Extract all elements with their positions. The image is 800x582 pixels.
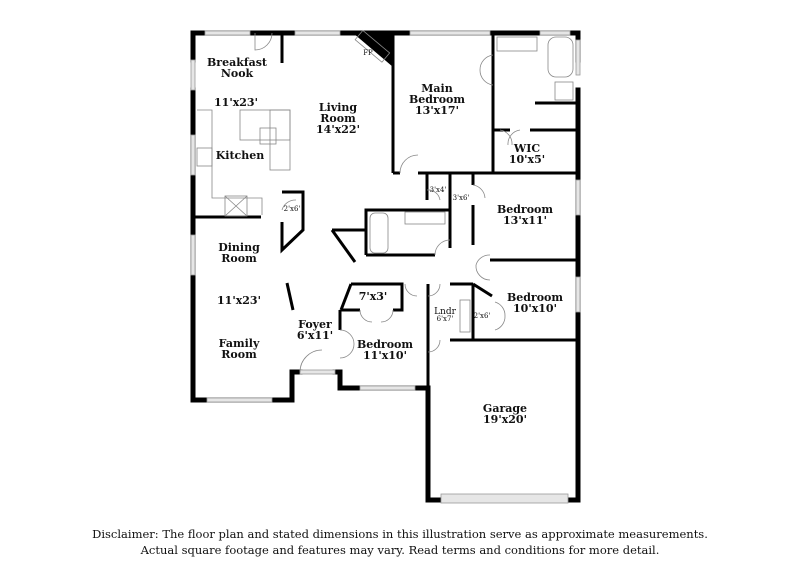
foyer-label: Foyer: [298, 318, 332, 331]
dining-room-label-2: Room: [221, 252, 257, 265]
stove-icon: [196, 147, 213, 167]
closet-2x6-b-dims: 2'x6': [474, 312, 491, 320]
laundry-dims: 6'x7': [437, 315, 454, 323]
doors: [254, 32, 521, 373]
laundry-label: Lndr: [434, 307, 457, 317]
breakfast-nook-label-2: Nook: [221, 67, 254, 80]
family-room-label-1: Family: [219, 337, 260, 350]
main-bedroom-label-1: Main: [421, 82, 452, 95]
closet-2x6-dims: 2'x6': [284, 205, 301, 213]
bathtub-icon: [547, 36, 574, 78]
bedroom-4-dims: 10'x10': [513, 302, 557, 315]
living-room-label-2: Room: [320, 112, 356, 125]
fixtures: [196, 29, 574, 333]
bedroom-3-dims: 11'x10': [363, 349, 407, 362]
bedroom-3-label: Bedroom: [357, 338, 413, 351]
main-bedroom-dims: 13'x17': [415, 104, 459, 117]
closet-3x6-dims: 3'x6': [453, 194, 470, 202]
washer-dryer-icon: [459, 299, 471, 333]
family-room-label-2: Room: [221, 348, 257, 361]
kitchen-dims: 11'x23': [214, 96, 258, 109]
kitchen-island: [239, 109, 291, 141]
kitchen-label: Kitchen: [216, 149, 265, 162]
foyer-dims: 6'x11': [297, 329, 333, 342]
living-room-label-1: Living: [319, 101, 357, 114]
garage-dims: 19'x20': [483, 413, 527, 426]
hall-bathtub-icon: [369, 212, 389, 254]
bedroom-2-dims: 13'x11': [503, 214, 547, 227]
breakfast-nook-label-1: Breakfast: [207, 56, 268, 69]
bedroom-2-label: Bedroom: [497, 203, 553, 216]
vanity-icon: [496, 36, 538, 52]
dining-room-label-1: Dining: [218, 241, 260, 254]
bedroom-4-label: Bedroom: [507, 291, 563, 304]
dining-room-dims: 11'x23': [217, 294, 261, 307]
disclaimer-line-2: Actual square footage and features may v…: [140, 543, 660, 557]
fireplace-mass: [353, 33, 393, 67]
interior-walls: [193, 33, 578, 388]
closet-3x4-dims: 3'x4': [430, 186, 447, 194]
garage-label: Garage: [483, 402, 527, 415]
wic-label: WIC: [513, 142, 540, 155]
fireplace-label: FP: [363, 49, 373, 57]
fireplace-hearth: [354, 29, 391, 63]
living-room-dims: 14'x22': [316, 123, 360, 136]
shower-icon: [554, 81, 574, 101]
hall-vanity-icon: [404, 211, 446, 225]
main-bedroom-label-2: Bedroom: [409, 93, 465, 106]
wic-dims: 10'x5': [509, 153, 545, 166]
closet-7x3-dims: 7'x3': [359, 290, 388, 303]
sink-icon: [259, 127, 277, 145]
disclaimer-line-1: Disclaimer: The floor plan and stated di…: [92, 527, 708, 541]
